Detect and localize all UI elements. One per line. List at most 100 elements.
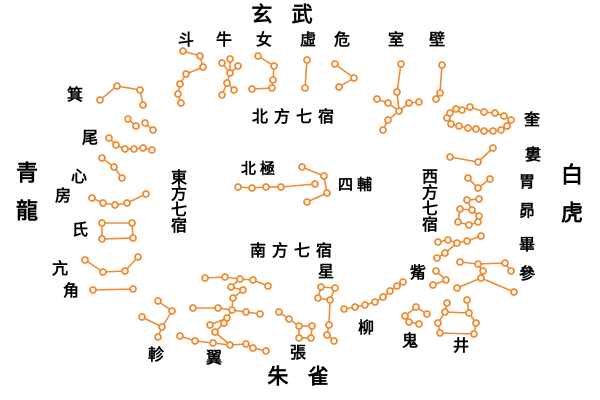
star-dot [458,106,466,114]
constellation-kui [432,95,515,135]
star-dot [463,296,471,304]
constellation-line [477,262,506,265]
star-dot [174,90,182,98]
star-dot [275,308,283,316]
star-dot [384,99,392,107]
constellation-shi [373,60,423,134]
label-mansion-gui: 鬼 [401,331,419,350]
star-dot [466,103,474,111]
star-dot [242,340,250,348]
label-group-north-seven: 北方七宿 [251,107,341,126]
star-dot [298,163,306,171]
star-dot [454,218,462,226]
star-dot [226,341,234,349]
constellation-line [92,288,134,291]
star-dot [270,62,278,70]
star-dot [182,70,190,78]
star-dot [176,80,184,88]
star-dot [331,284,339,292]
star-dot [98,219,106,227]
constellation-line [304,59,308,89]
star-dot [218,91,226,99]
star-dot [386,287,394,295]
star-dot [148,146,156,154]
star-dot [128,219,136,227]
label-title-qinglong-east: 青龍 [12,161,37,237]
star-dot [239,286,247,294]
star-dot [139,101,147,109]
label-mansion-lou: 婁 [524,145,542,164]
star-dot [242,308,250,316]
constellation-yi [176,273,272,355]
star-dot [465,309,473,317]
constellation-line [396,63,402,93]
star-dot [88,194,96,202]
star-dot [248,85,256,93]
label-mansion-xu: 虛 [299,30,317,49]
star-dot [441,249,449,257]
label-title-baihu-west: 白虎 [557,163,582,239]
star-dot [464,124,472,132]
star-dot [510,288,518,296]
star-dot [141,119,149,127]
label-title-xuanwu-north: 玄 武 [251,2,319,27]
label-mansion-di: 氏 [71,220,89,239]
star-dot [379,126,387,134]
star-dot [227,283,235,291]
label-mansion-xing: 星 [317,262,335,281]
label-mansion-mao: 昴 [518,201,536,220]
star-dot [432,95,440,103]
constellation-sifu [298,163,331,206]
label-mansion-xin: 心 [70,167,88,186]
label-mansion-nv: 女 [255,30,273,49]
constellation-wei-tail [105,115,157,154]
label-mansion-yi: 翼 [205,348,223,367]
star-dot [201,274,209,282]
star-dot [453,239,461,247]
star-dot [262,347,270,355]
star-dot [154,333,162,341]
star-dot [379,293,387,301]
star-dot [486,175,494,183]
star-dot [442,276,450,284]
constellation-line [480,277,515,293]
star-dot [326,296,334,304]
star-dot [444,236,452,244]
star-dot [470,330,478,338]
star-dot [226,69,234,77]
star-dot [507,267,515,275]
star-dot [433,254,441,262]
constellation-line [301,166,325,177]
star-dot [475,195,483,203]
star-dot [256,310,264,318]
star-dot [436,329,444,337]
star-dot [489,144,497,152]
label-mansion-shen: 參 [518,264,536,283]
constellation-bi-wall [436,61,446,97]
star-dot [397,60,405,68]
star-dot [220,319,228,327]
star-dot [434,319,442,327]
star-dot [268,84,276,92]
star-dot [456,258,464,266]
star-dot [323,331,331,339]
constellation-beiji [234,180,319,192]
star-dot [110,163,118,171]
star-dot [277,183,285,191]
star-dot [234,62,242,70]
star-dot [373,95,381,103]
constellation-line [449,156,479,163]
star-dot [191,337,199,345]
star-dot [303,198,311,206]
star-dot [249,344,257,352]
star-dot [441,308,449,316]
constellation-line [456,277,482,289]
constellation-di [98,219,137,243]
star-dot [497,126,505,134]
label-group-east-seven: 東方七宿 [168,169,187,233]
constellation-mao [454,195,483,229]
star-dot [446,109,454,117]
star-dot [226,55,234,63]
star-dot [121,145,129,153]
